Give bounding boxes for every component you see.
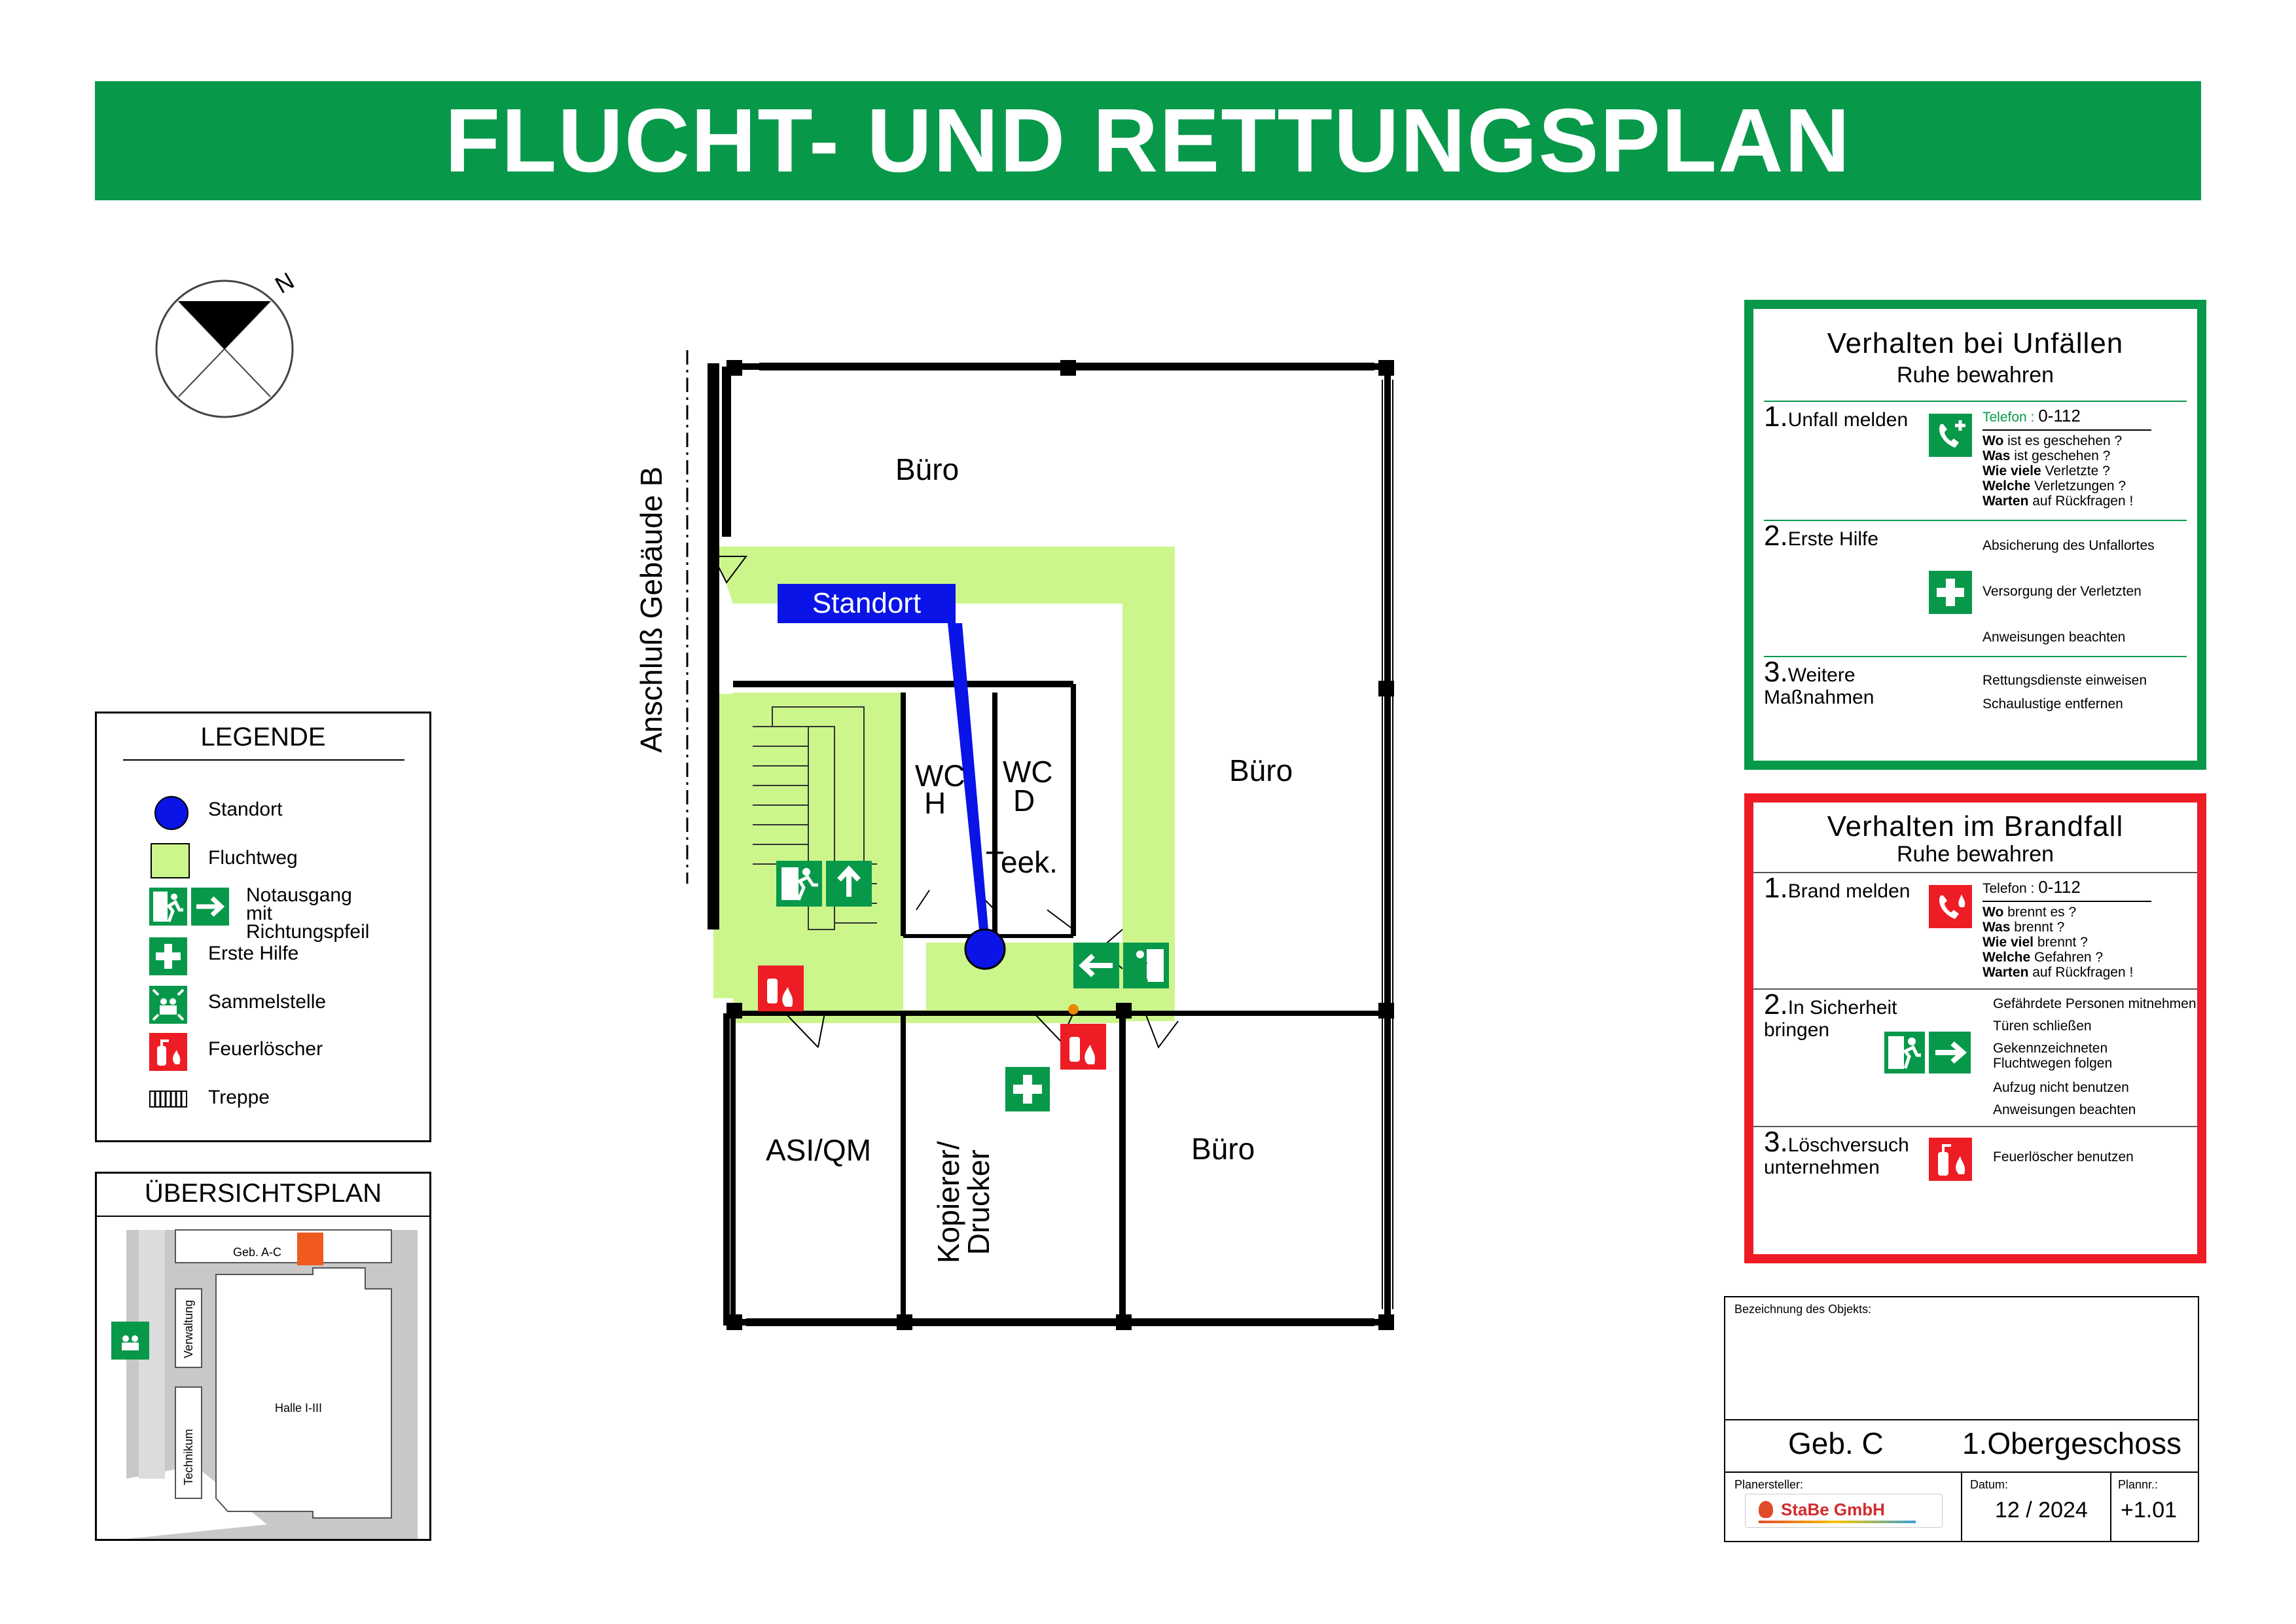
- fire-safety-2: Türen schließen: [1993, 1019, 2092, 1034]
- fire-instructions: Verhalten im Brandfall Ruhe bewahren 1.B…: [1744, 793, 2206, 1263]
- accident-q5: Warten auf Rückfragen !: [1982, 494, 2134, 509]
- room-buero-right: Büro: [1229, 753, 1293, 787]
- room-asi-qm: ASI/QM: [766, 1133, 872, 1167]
- overview-label-verwaltung: Verwaltung: [182, 1300, 195, 1358]
- fire-extinguisher-east: [1060, 1004, 1106, 1070]
- emergency-exit-arrow-icon: [149, 888, 229, 926]
- fire-extinguish-1: Feuerlöscher benutzen: [1993, 1149, 2134, 1164]
- emergency-exit-arrow-icon: [1884, 1032, 1971, 1074]
- stairs-icon: [149, 1091, 187, 1108]
- pillars: [726, 360, 1394, 1330]
- fire-step-3: 3.Löschversuch unternehmen: [1764, 1126, 1909, 1179]
- floor-plan: Standort: [686, 350, 1394, 1330]
- fire-title: Verhalten im Brandfall: [1827, 810, 2124, 842]
- overview-assembly-point-icon: [111, 1322, 149, 1360]
- accident-q1: Wo ist es geschehen ?: [1982, 433, 2123, 448]
- tb-date: 12 / 2024: [1995, 1498, 2088, 1523]
- fire-extinguisher-icon: [1929, 1138, 1972, 1181]
- accident-aid-2: Versorgung der Verletzten: [1982, 584, 2142, 599]
- tb-object-label: Bezeichnung des Objekts:: [1734, 1303, 1872, 1316]
- side-label-gebaeude-b: Anschluß Gebäude B: [634, 466, 668, 753]
- overview-label-technikum: Technikum: [182, 1429, 195, 1485]
- fire-safety-3: Gekennzeichneten Fluchtwegen folgen: [1993, 1041, 2113, 1071]
- room-wc-d-1: WC: [1003, 755, 1053, 789]
- title-block: Bezeichnung des Objekts: Geb. C 1.Oberge…: [1724, 1296, 2199, 1542]
- overview-label-halle: Halle I-III: [275, 1401, 322, 1415]
- overview-title: ÜBERSICHTSPLAN: [144, 1179, 382, 1208]
- accident-q2: Was ist geschehen ?: [1982, 448, 2111, 463]
- compass-north-label: N: [270, 267, 298, 299]
- tb-floor: 1.Obergeschoss: [1962, 1426, 2181, 1460]
- standort-dot-icon: [154, 796, 188, 830]
- fire-safety-1: Gefährdete Personen mitnehmen: [1993, 996, 2197, 1011]
- fire-q4: Welche Gefahren ?: [1982, 950, 2104, 965]
- exit-sign-stairs: [776, 861, 872, 907]
- assembly-point-icon: [149, 986, 187, 1024]
- tb-building: Geb. C: [1788, 1426, 1884, 1460]
- accident-telefon: Telefon : 0-112: [1982, 406, 2081, 425]
- fire-safety-4: Aufzug nicht benutzen: [1993, 1080, 2129, 1095]
- standort-label: Standort: [812, 587, 921, 619]
- tb-planer-label: Planersteller:: [1734, 1478, 1804, 1491]
- standort-label-box: [778, 584, 956, 623]
- accident-further-2: Schaulustige entfernen: [1982, 696, 2123, 712]
- emergency-phone-icon: [1929, 414, 1972, 457]
- legend-title: LEGENDE: [200, 723, 326, 751]
- first-aid-icon: [1929, 571, 1972, 614]
- accident-further-1: Rettungsdienste einweisen: [1982, 673, 2147, 688]
- page-title: FLUCHT- UND RETTUNGSPLAN: [95, 81, 2201, 200]
- tb-plannr: +1.01: [2121, 1498, 2178, 1523]
- room-wc-h-2: H: [924, 786, 946, 820]
- accident-subtitle: Ruhe bewahren: [1896, 363, 2054, 388]
- accident-step-3: 3.Weitere Maßnahmen: [1764, 656, 1874, 709]
- doors: [712, 556, 1179, 1049]
- standort-marker: [964, 928, 1006, 970]
- accident-title: Verhalten bei Unfällen: [1827, 327, 2124, 359]
- room-kopierer: Kopierer/ Drucker: [931, 1141, 996, 1263]
- fire-telefon: Telefon : 0-112: [1982, 877, 2081, 897]
- exit-sign-corridor: [1073, 943, 1169, 988]
- accident-step-1: 1.Unfall melden: [1764, 401, 1909, 433]
- overview-label-geb: Geb. A-C: [233, 1246, 281, 1259]
- accident-instructions: Verhalten bei Unfällen Ruhe bewahren 1.U…: [1744, 300, 2206, 770]
- fire-alarm-phone-icon: [1929, 885, 1972, 928]
- fire-q5: Warten auf Rückfragen !: [1982, 965, 2134, 980]
- room-buero-top: Büro: [895, 452, 960, 486]
- legend-panel: LEGENDE Standort Fluchtweg Notausgang mi…: [95, 712, 431, 1142]
- fire-q2: Was brennt ?: [1982, 920, 2065, 935]
- company-logo: StaBe GmbH: [1745, 1494, 1943, 1528]
- fire-q1: Wo brennt es ?: [1982, 905, 2077, 920]
- accident-aid-3: Anweisungen beachten: [1982, 630, 2126, 645]
- tb-plannr-label: Plannr.:: [2118, 1478, 2159, 1491]
- first-aid-icon: [149, 937, 187, 975]
- fire-safety-5: Anweisungen beachten: [1993, 1102, 2136, 1117]
- overview-panel: ÜBERSICHTSPLAN Geb. A-C Verwaltung Techn…: [95, 1172, 431, 1541]
- fire-q3: Wie viel brennt ?: [1982, 935, 2088, 950]
- first-aid-sign-plan: [1005, 1067, 1050, 1111]
- fire-subtitle: Ruhe bewahren: [1896, 842, 2054, 867]
- accident-q3: Wie viele Verletzte ?: [1982, 463, 2110, 478]
- accident-step-2: 2.Erste Hilfe: [1764, 520, 1879, 552]
- fire-step-2: 2.In Sicherheit bringen: [1764, 988, 1897, 1041]
- fire-extinguisher-icon: [149, 1033, 187, 1071]
- compass-north-arrow: N: [155, 267, 298, 418]
- staircase: [753, 706, 877, 949]
- overview-current-building: [297, 1233, 323, 1265]
- room-wc-h-1: WC: [915, 759, 965, 793]
- room-wc-d-2: D: [1013, 784, 1035, 818]
- room-teekueche: Teek.: [986, 845, 1058, 879]
- tb-date-label: Datum:: [1970, 1478, 2009, 1491]
- fire-step-1: 1.Brand melden: [1764, 872, 1910, 904]
- fluchtweg-swatch-icon: [151, 843, 190, 878]
- overview-map: Geb. A-C Verwaltung Technikum Halle I-II…: [111, 1229, 418, 1539]
- accident-q4: Welche Verletzungen ?: [1982, 478, 2126, 494]
- room-buero-bottom: Büro: [1191, 1132, 1255, 1166]
- fire-extinguisher-west: [758, 965, 804, 1011]
- accident-aid-1: Absicherung des Unfallortes: [1982, 538, 2155, 553]
